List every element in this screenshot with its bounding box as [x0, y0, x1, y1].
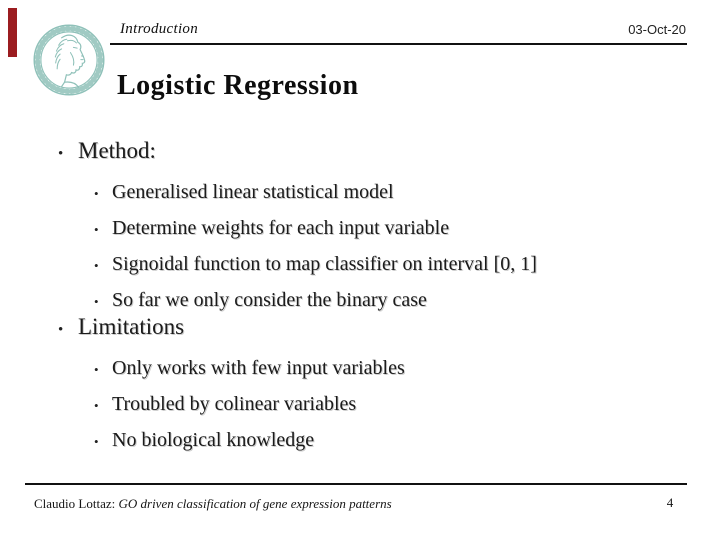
- footer-author: Claudio Lottaz:: [34, 496, 116, 511]
- list-item-text: Troubled by colinear variables: [112, 393, 357, 415]
- bullet-icon: •: [94, 362, 99, 377]
- bullet-icon: •: [94, 294, 99, 309]
- page-number: 4: [666, 495, 674, 510]
- list-item-text: So far we only consider the binary case: [112, 289, 427, 311]
- bullet-icon: •: [58, 322, 64, 338]
- footer-deck-title: GO driven classification of gene express…: [118, 496, 392, 511]
- accent-bar: [8, 8, 17, 57]
- limitations-sublist: • Only works with few input variables • …: [94, 351, 405, 459]
- header-rule: [110, 43, 687, 45]
- list-item-text: Signoidal function to map classifier on …: [112, 253, 537, 275]
- bullet-icon: •: [94, 222, 99, 237]
- list-item: • No biological knowledge: [94, 423, 405, 459]
- method-sublist: • Generalised linear statistical model •…: [94, 175, 537, 319]
- footer-text: Claudio Lottaz: GO driven classification…: [34, 496, 392, 512]
- bullet-label: Limitations: [78, 314, 185, 339]
- bullet-icon: •: [94, 434, 99, 449]
- bullet-icon: •: [58, 146, 64, 162]
- bullet-item-method: • Method:: [58, 138, 156, 164]
- bullet-item-limitations: • Limitations: [58, 314, 184, 340]
- header-section-label: Introduction: [120, 21, 199, 37]
- list-item: • Determine weights for each input varia…: [94, 211, 537, 247]
- list-item: • Troubled by colinear variables: [94, 387, 405, 423]
- slide-title: Logistic Regression: [117, 70, 359, 101]
- bullet-label: Method:: [78, 138, 156, 163]
- list-item: • Generalised linear statistical model: [94, 175, 537, 211]
- list-item-text: Determine weights for each input variabl…: [112, 217, 450, 239]
- list-item-text: No biological knowledge: [112, 429, 315, 451]
- list-item: • Only works with few input variables: [94, 351, 405, 387]
- list-item: • So far we only consider the binary cas…: [94, 283, 537, 319]
- footer-rule: [25, 483, 687, 485]
- list-item: • Signoidal function to map classifier o…: [94, 247, 537, 283]
- bullet-icon: •: [94, 398, 99, 413]
- bullet-icon: •: [94, 258, 99, 273]
- list-item-text: Only works with few input variables: [112, 357, 405, 379]
- minerva-logo-icon: [33, 24, 105, 96]
- list-item-text: Generalised linear statistical model: [112, 181, 394, 203]
- bullet-icon: •: [94, 186, 99, 201]
- header-date: 03-Oct-20: [628, 22, 686, 37]
